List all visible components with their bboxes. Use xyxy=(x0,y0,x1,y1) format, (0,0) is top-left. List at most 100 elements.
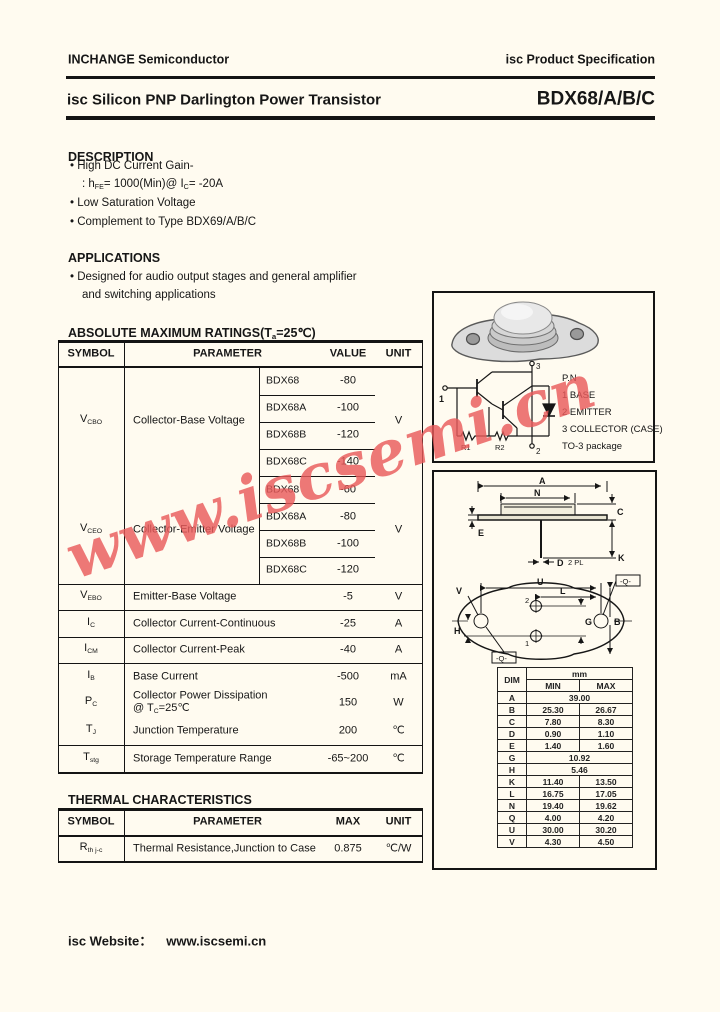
th-col-symbol: SYMBOL xyxy=(67,815,115,828)
dim-H-value: 5.46 xyxy=(526,763,633,776)
mr-col-symbol: SYMBOL xyxy=(67,347,115,360)
th-vline-symbol xyxy=(124,808,125,863)
hfe-mid: = 1000(Min)@ I xyxy=(103,178,184,190)
dim-label-B: B xyxy=(614,617,621,627)
tj-value: 200 xyxy=(338,724,358,737)
to3-hole-right xyxy=(569,327,585,341)
mr-vline-left xyxy=(58,340,59,774)
vcbo-parameter: Collector-Base Voltage xyxy=(133,414,245,427)
schematic-pin2-label: 2 xyxy=(536,447,541,456)
desc-bullet-3-text: Complement to Type BDX69/A/B/C xyxy=(77,216,256,228)
dim-E-min: 1.40 xyxy=(526,739,580,752)
package-box xyxy=(432,291,655,463)
ib-sym-base: I xyxy=(87,669,91,682)
pc-parameter-line1: Collector Power Dissipation xyxy=(133,689,268,702)
th-bottom-rule xyxy=(58,861,423,863)
dims-col-max: MAX xyxy=(579,679,633,692)
dims-header-row-1: DIM mm xyxy=(497,667,633,692)
dim-label-L: L xyxy=(560,586,566,596)
brand-isc: isc xyxy=(67,91,88,109)
vceo-value-4: -120 xyxy=(336,563,360,576)
tstg-symbol: Tstg xyxy=(58,751,124,767)
app-line2-text: and switching applications xyxy=(82,289,216,301)
header-right: isc Product Specification xyxy=(430,53,655,67)
pc-l2-pre: @ T xyxy=(133,702,154,715)
dim-U: U xyxy=(497,823,527,836)
mr-line-610 xyxy=(58,610,423,611)
ib-symbol: IB xyxy=(58,669,124,685)
th-header-rule xyxy=(58,835,423,837)
to3-package-image xyxy=(451,301,599,363)
dim-A-value: 39.00 xyxy=(526,691,633,704)
mr-subline-7 xyxy=(259,557,375,558)
ic-sym-sub: C xyxy=(90,621,95,629)
vceo-value-1: -60 xyxy=(340,483,356,496)
vcbo-sym-base: V xyxy=(79,413,88,426)
dims-col-dim: DIM xyxy=(497,667,527,692)
ic-unit: A xyxy=(394,617,403,630)
schematic-pin1-label: 1 xyxy=(439,394,444,404)
vcbo-value-4: -140 xyxy=(336,455,360,468)
dim-N: N xyxy=(497,799,527,812)
dim-V: V xyxy=(497,835,527,848)
desc-bullet-3: Complement to Type BDX69/A/B/C xyxy=(70,216,256,228)
dim-U-min: 30.00 xyxy=(526,823,580,836)
title-rest: Silicon PNP Darlington Power Transistor xyxy=(87,91,381,109)
mr-header-rule xyxy=(58,366,423,368)
mr-vline-device xyxy=(259,366,260,584)
dim-A: A xyxy=(497,691,527,704)
mr-vline-symbol xyxy=(124,340,125,774)
dim-label-H: H xyxy=(454,626,461,636)
pin-heading: P.N xyxy=(562,373,577,384)
th-col-max: MAX xyxy=(335,815,361,828)
pc-sym-sub: C xyxy=(92,700,98,708)
dims-header-row-2: MIN MAX xyxy=(498,679,633,692)
tstg-sym-base: T xyxy=(83,751,90,764)
rth-unit: ℃/W xyxy=(385,842,412,855)
mr-heading-post: =25℃) xyxy=(276,326,316,340)
dim-label-V: V xyxy=(456,586,462,596)
tj-parameter: Junction Temperature xyxy=(133,724,239,737)
icm-parameter: Collector Current-Peak xyxy=(133,643,245,656)
dim-D-max: 1.10 xyxy=(579,727,633,740)
vebo-sym-base: V xyxy=(80,589,88,602)
vcbo-value-1: -80 xyxy=(340,374,356,387)
ib-unit: mA xyxy=(390,670,407,683)
dim-label-Q-bottom: -Q- xyxy=(496,654,507,663)
mr-heading-sub: a xyxy=(271,332,277,342)
tstg-value: -65~200 xyxy=(327,752,369,765)
th-col-unit: UNIT xyxy=(385,815,412,828)
dim-K-max: 13.50 xyxy=(579,775,633,788)
mr-subline-1 xyxy=(259,395,375,396)
package-name: TO-3 package xyxy=(562,441,623,452)
rth-parameter: Thermal Resistance,Junction to Case xyxy=(133,842,316,855)
rth-value: 0.875 xyxy=(334,842,362,855)
th-col-parameter: PARAMETER xyxy=(193,815,262,828)
title-rule xyxy=(66,116,655,120)
dim-H: H xyxy=(497,763,527,776)
dim-label-A: A xyxy=(539,476,546,486)
dim-label-D: D xyxy=(557,558,564,568)
dim-B-max: 26.67 xyxy=(579,703,633,716)
desc-bullet-1-text: High DC Current Gain- xyxy=(77,160,194,172)
vcbo-sym-sub: CBO xyxy=(87,418,103,426)
mr-col-value: VALUE xyxy=(329,347,367,360)
vceo-value-3: -100 xyxy=(336,537,360,550)
dim-label-U: U xyxy=(537,577,544,587)
tstg-unit: ℃ xyxy=(392,752,405,765)
package-outline-drawing: A N C E D K U L V G B H 2 PL -Q- -Q- 2 1 xyxy=(452,476,641,664)
hfe-pre: : h xyxy=(82,178,95,190)
app-line1-text: Designed for audio output stages and gen… xyxy=(77,271,357,283)
mr-col-unit: UNIT xyxy=(385,347,412,360)
dim-C-min: 7.80 xyxy=(526,715,580,728)
header-rule xyxy=(66,76,655,79)
drawing-pin2-label: 2 xyxy=(525,596,529,605)
dim-K: K xyxy=(497,775,527,788)
dim-L-min: 16.75 xyxy=(526,787,580,800)
